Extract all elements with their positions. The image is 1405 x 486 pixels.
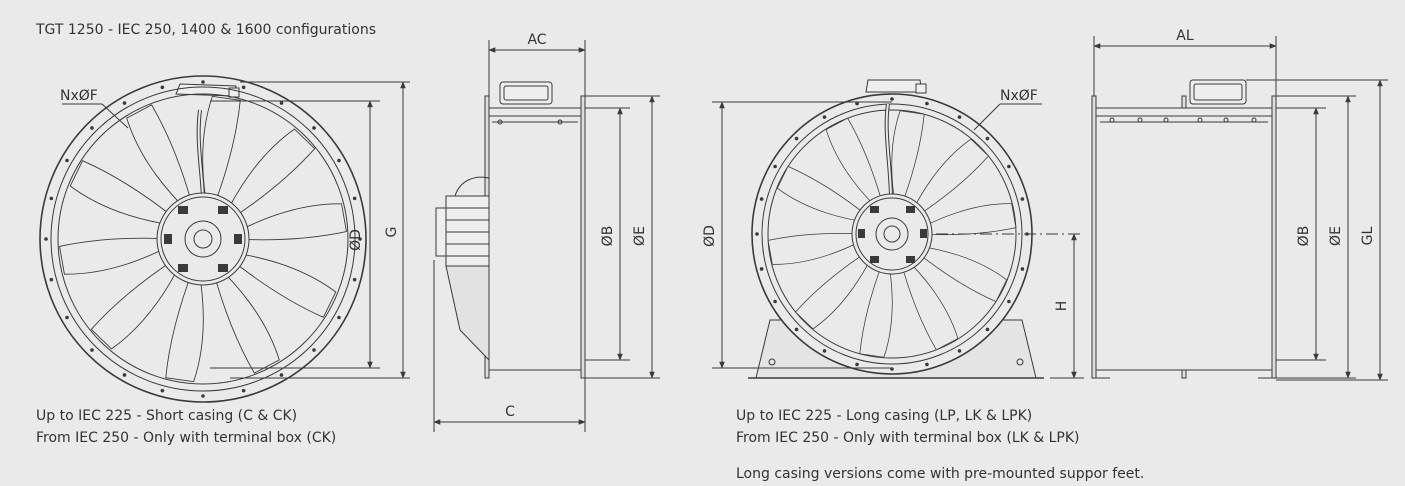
- left-side-view: [433, 40, 660, 432]
- bolt-hole: [358, 237, 362, 241]
- bolt-hole: [49, 277, 54, 282]
- bolt-hole: [822, 115, 827, 119]
- bolt-hole: [759, 267, 764, 271]
- bolt-hole: [1020, 267, 1025, 271]
- bolt-hole: [925, 362, 929, 367]
- bolt-hole: [49, 196, 54, 201]
- left-note-1: Up to IEC 225 - Short casing (C & CK): [36, 408, 298, 424]
- bolt-hole: [773, 164, 777, 169]
- right-note-2: From IEC 250 - Only with terminal box (L…: [736, 430, 1080, 446]
- left-dim-c-label: C: [505, 404, 515, 420]
- right-dim-h-label: H: [1054, 301, 1070, 312]
- bolt-hole: [65, 315, 69, 320]
- right-note-1: Up to IEC 225 - Long casing (LP, LK & LP…: [736, 408, 1033, 424]
- right-side-view: [1091, 36, 1388, 381]
- left-dim-b-label: ØB: [600, 226, 616, 247]
- left-dim-d-label: ØD: [348, 229, 364, 251]
- right-dim-e-label: ØE: [1328, 226, 1344, 246]
- bolt-hole: [1007, 299, 1011, 304]
- bolt-hole: [1020, 197, 1025, 201]
- bolt-hole: [957, 115, 962, 119]
- bolt-hole: [985, 327, 990, 332]
- bolt-hole: [241, 85, 246, 90]
- left-note-2: From IEC 250 - Only with terminal box (C…: [36, 430, 337, 446]
- bolt-hole: [925, 101, 929, 106]
- left-dim-g-label: G: [384, 227, 400, 238]
- left-holes-label: NxØF: [60, 88, 98, 104]
- bolt-hole: [794, 136, 799, 141]
- bolt-hole: [337, 315, 341, 320]
- bolt-hole: [773, 299, 777, 304]
- right-dim-d-label: ØD: [702, 225, 718, 247]
- bolt-hole: [90, 348, 94, 352]
- bolt-hole: [822, 349, 827, 353]
- bolt-hole: [90, 126, 94, 130]
- bolt-hole: [201, 394, 205, 398]
- bolt-hole: [759, 197, 764, 201]
- right-dim-al-label: AL: [1176, 28, 1194, 44]
- right-note-3: Long casing versions come with pre-mount…: [736, 466, 1145, 482]
- bolt-hole: [890, 97, 894, 101]
- bolt-hole: [352, 196, 357, 201]
- bolt-hole: [337, 158, 341, 163]
- bolt-hole: [957, 349, 962, 353]
- right-holes-label: NxØF: [1000, 88, 1038, 104]
- bolt-hole: [65, 158, 69, 163]
- bolt-hole: [855, 362, 859, 367]
- bolt-hole: [352, 277, 357, 282]
- left-dim-ac-label: AC: [527, 32, 546, 48]
- bolt-hole: [312, 348, 316, 352]
- left-front-view: [39, 75, 410, 403]
- left-dim-e-label: ØE: [632, 226, 648, 246]
- right-dim-b-label: ØB: [1296, 226, 1312, 247]
- right-dim-gl-label: GL: [1360, 226, 1376, 245]
- bolt-hole: [241, 388, 246, 393]
- right-front-view: [712, 79, 1084, 379]
- bolt-hole: [122, 373, 127, 377]
- bolt-hole: [201, 80, 205, 84]
- bolt-hole: [794, 327, 799, 332]
- bolt-hole: [160, 388, 165, 393]
- bolt-hole: [279, 101, 284, 105]
- bolt-hole: [279, 373, 284, 377]
- bolt-hole: [1007, 164, 1011, 169]
- bolt-hole: [855, 101, 859, 106]
- bolt-hole: [122, 101, 127, 105]
- bolt-hole: [160, 85, 165, 90]
- bolt-hole: [755, 232, 759, 236]
- sheet-title: TGT 1250 - IEC 250, 1400 & 1600 configur…: [36, 22, 376, 38]
- bolt-hole: [312, 126, 316, 130]
- bolt-hole: [985, 136, 990, 141]
- bolt-hole: [44, 237, 48, 241]
